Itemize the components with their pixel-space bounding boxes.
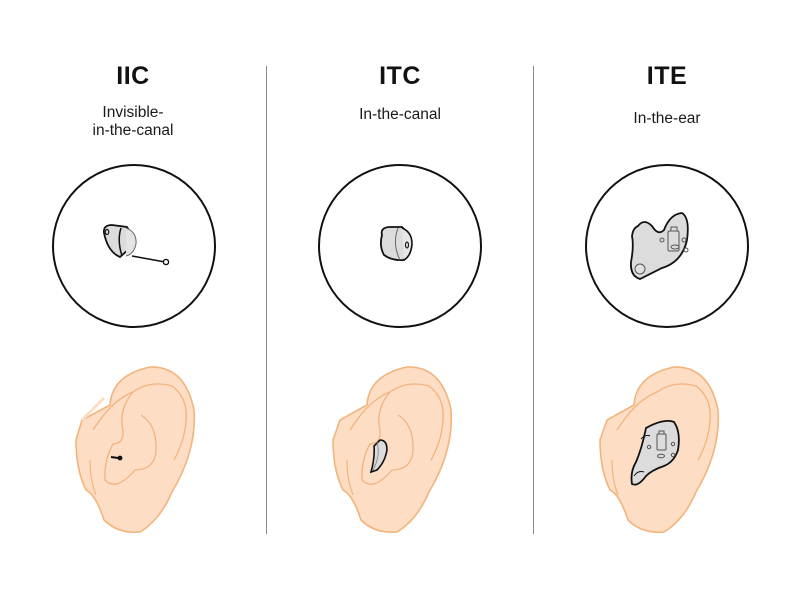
itc-subtitle: In-the-canal (359, 106, 441, 123)
ite-subtitle: In-the-ear (633, 110, 701, 127)
iic-device-circle (52, 164, 216, 328)
column-ite: ITE In-the-ear (534, 0, 800, 600)
ear-icon (75, 366, 196, 534)
ite-hearing-aid-icon (630, 212, 689, 280)
iic-hearing-aid-icon (103, 224, 170, 266)
ear-icon (599, 366, 720, 534)
ear-icon (332, 366, 453, 534)
iic-title: IIC (116, 62, 150, 90)
itc-hearing-aid-icon (379, 226, 413, 262)
itc-device-circle (318, 164, 482, 328)
column-itc: ITC In-the-canal (267, 0, 533, 600)
iic-ear-illustration (75, 366, 196, 534)
iic-subtitle-line2: in-the-canal (92, 122, 174, 139)
iic-subtitle-line1: Invisible- (102, 104, 164, 121)
ite-device-in-ear-icon (630, 419, 680, 486)
ite-title: ITE (646, 62, 688, 90)
itc-title: ITC (379, 62, 421, 90)
ite-device-circle (585, 164, 749, 328)
itc-device-in-ear-icon (369, 439, 388, 474)
column-divider-2 (533, 66, 534, 534)
column-divider-1 (266, 66, 267, 534)
column-iic: IIC Invisible- in-the-canal (0, 0, 266, 600)
itc-ear-illustration (332, 366, 453, 534)
ite-ear-illustration (599, 366, 720, 534)
